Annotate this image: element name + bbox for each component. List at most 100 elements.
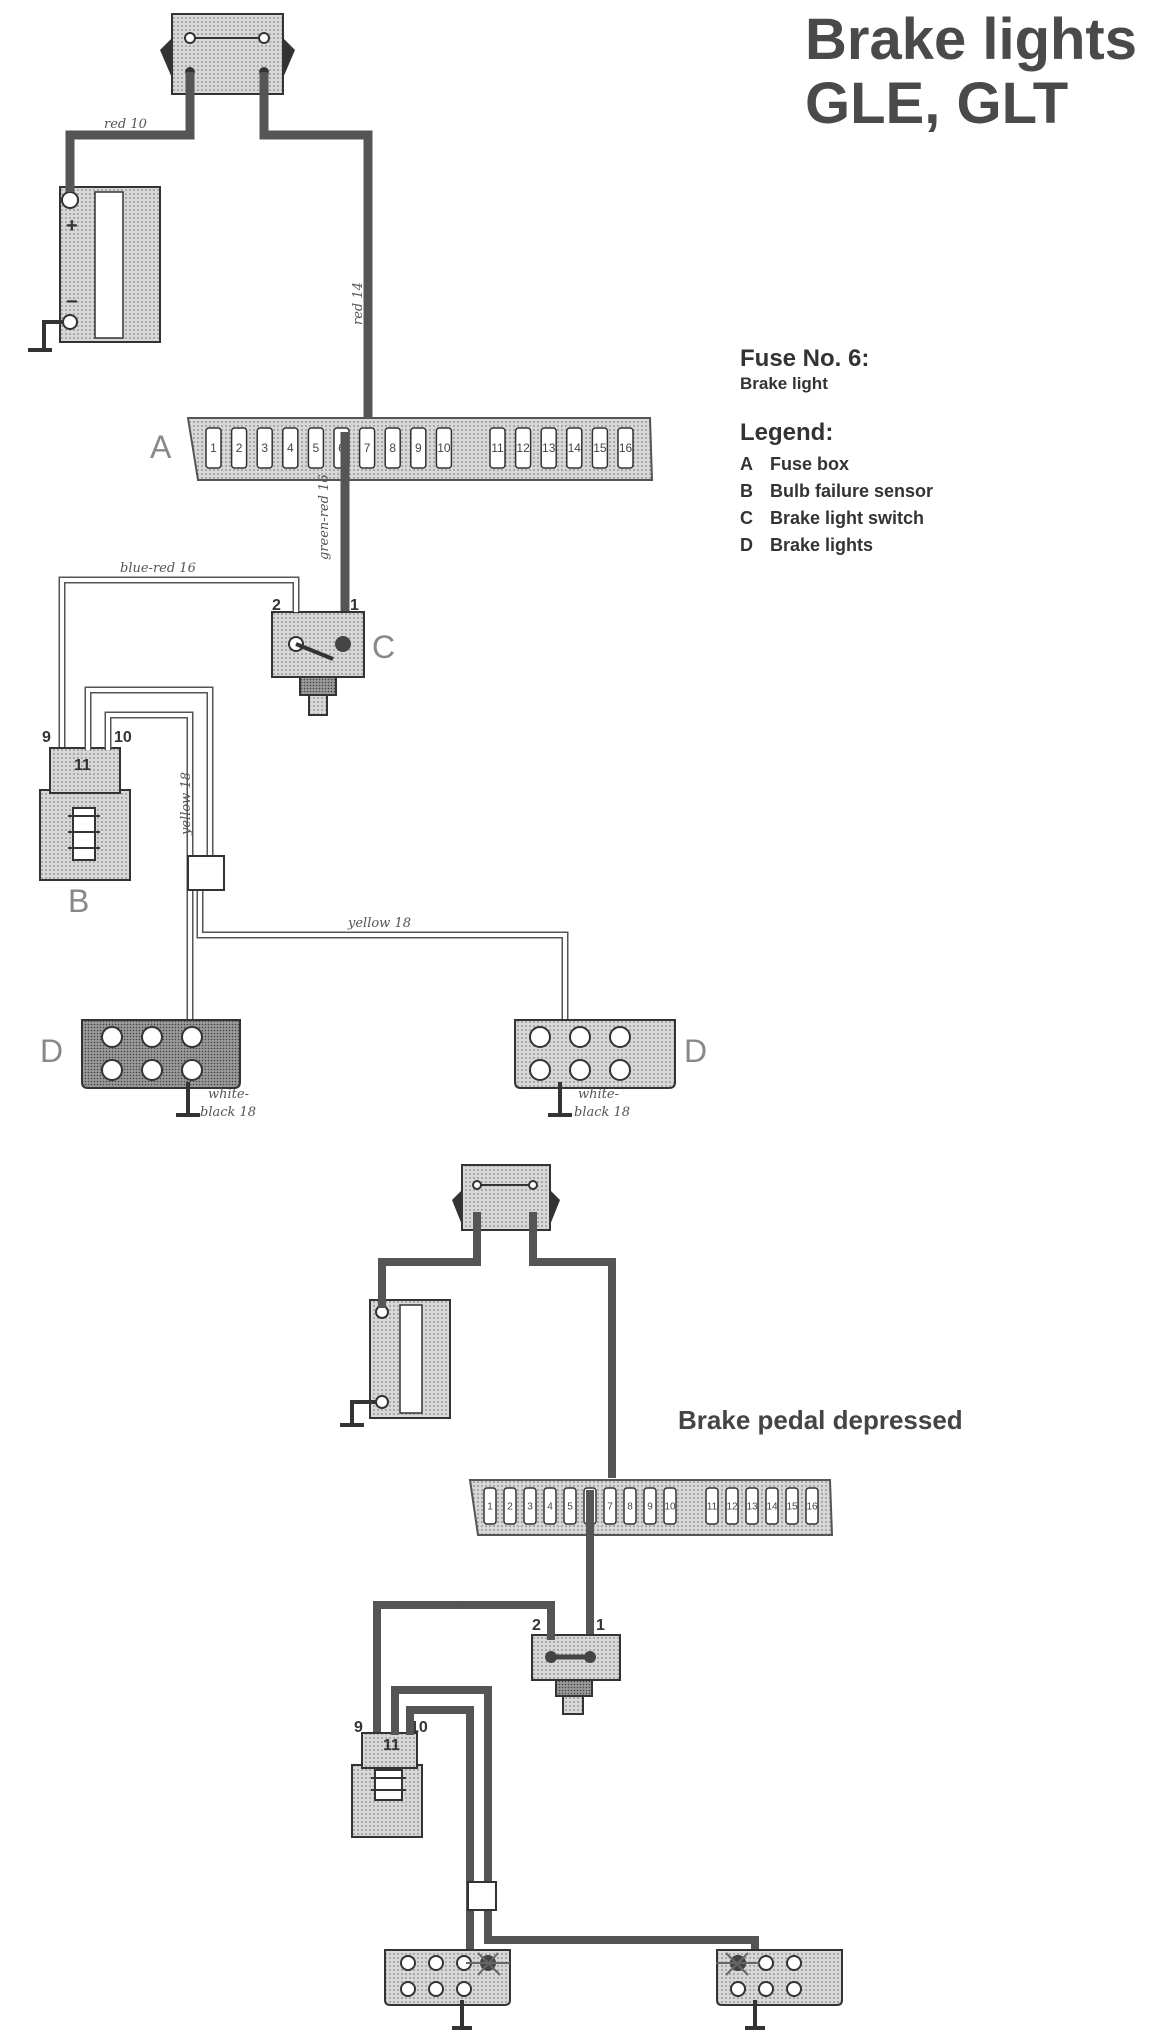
lower-brake-light-right [716,1949,843,2030]
lower-fuse-7: 7 [603,1487,617,1525]
lower-fuse-label-11: 11 [707,1501,718,1512]
lower-ignition-connector [452,1164,560,1231]
lower-fuse-label-14: 14 [766,1501,778,1512]
upper-fuse-14: 14 [566,427,583,469]
lower-fuse-label-16: 16 [806,1501,818,1512]
lower-sensor-pin-10: 10 [410,1719,428,1736]
lamp-bulb [786,1955,802,1971]
legend-heading: Legend: [740,419,834,446]
upper-fuse-8: 8 [384,427,401,469]
letter-a: A [150,429,172,465]
lower-fuse-label-5: 5 [567,1501,573,1512]
upper-fuse-10: 10 [435,427,453,469]
wire-red14 [259,72,373,425]
lower-fuse-11: 11 [705,1487,719,1525]
battery-plus-label: + [66,215,78,237]
lamp-bulb [428,1955,444,1971]
lower-battery [340,1299,451,1427]
upper-fuse-4: 4 [282,427,299,469]
upper-fuse-label-15: 15 [593,441,607,455]
label-red14: red 14 [351,282,366,325]
wire-yellow18 [86,688,567,1020]
upper-fuse-label-5: 5 [313,441,320,455]
label-yellow18-v: yellow 18 [179,772,194,836]
title-line-1: Brake lights [805,7,1137,72]
lamp-bulb [141,1059,163,1081]
label-white-black-b2: black 18 [574,1105,630,1120]
lower-fuse-9: 9 [643,1487,657,1525]
upper-brake-light-left [81,1019,241,1117]
lower-wire-junction [467,1881,497,1911]
lower-fuse-label-4: 4 [547,1501,553,1512]
lamp-bulb [101,1026,123,1048]
letter-b: B [68,883,89,919]
lamp-bulb [758,1955,774,1971]
wire-blue-red16 [60,578,298,750]
lower-fuse-label-2: 2 [507,1501,513,1512]
lamp-bulb [569,1059,591,1081]
label-blue-red16: blue-red 16 [120,561,196,576]
lower-fuse-label-7: 7 [607,1501,613,1512]
upper-fuse-label-12: 12 [516,441,530,455]
lamp-bulb [609,1059,631,1081]
lower-fuse-13: 13 [745,1487,759,1525]
lamp-bulb [569,1026,591,1048]
upper-fuse-label-2: 2 [236,441,243,455]
upper-fuse-label-1: 1 [210,441,217,455]
battery-minus-label: − [66,291,78,313]
lamp-bulb [529,1026,551,1048]
letter-d-left: D [40,1033,63,1069]
upper-wire-junction [187,855,225,891]
lower-fuse-label-12: 12 [726,1501,738,1512]
upper-fuse-1: 1 [205,427,222,469]
upper-fuse-label-10: 10 [437,441,451,455]
lower-fuse-label-9: 9 [647,1501,653,1512]
upper-fuse-label-3: 3 [261,441,268,455]
lower-brake-light-left [384,1949,511,2030]
upper-ignition-connector [160,13,295,95]
lower-sensor-pin-9: 9 [354,1719,363,1736]
lamp-bulb [181,1026,203,1048]
upper-bulb-failure-sensor: 9 11 10 [39,729,132,881]
label-white-black-b1: white- [578,1087,619,1102]
fuse-heading: Fuse No. 6: [740,345,870,372]
upper-fuse-label-8: 8 [389,441,396,455]
upper-fuse-label-9: 9 [415,441,422,455]
label-red10: red 10 [104,117,147,132]
upper-fuse-3: 3 [256,427,273,469]
lower-wire-battery [378,1212,481,1308]
label-green-red16: green-red 16 [317,474,332,560]
upper-fuse-7: 7 [358,427,376,469]
upper-battery: + − [28,186,161,352]
lower-bulb-failure-sensor: 9 11 10 [351,1719,428,1838]
lamp-bulb [456,1981,472,1997]
wire-red10 [65,72,195,192]
lower-fuse-16: 16 [805,1487,819,1525]
upper-fuse-5: 5 [307,427,325,469]
lower-fuse-label-10: 10 [664,1501,676,1512]
switch-pin-2: 2 [272,597,281,614]
lamp-bulb [181,1059,203,1081]
lamp-bulb [529,1059,551,1081]
upper-fuse-2: 2 [230,427,248,469]
sensor-pin-10: 10 [114,729,132,746]
lower-fuse-label-1: 1 [487,1501,493,1512]
upper-fuse-9: 9 [410,427,427,469]
pedal-caption: Brake pedal depressed [678,1405,963,1435]
lower-fuse-14: 14 [765,1487,779,1525]
lower-fuse-12: 12 [725,1487,739,1525]
lamp-bulb [400,1955,416,1971]
lamp-bulb [400,1981,416,1997]
label-white-black-a1: white- [208,1087,249,1102]
upper-fuse-label-14: 14 [568,441,582,455]
sensor-pin-9: 9 [42,729,51,746]
lamp-bulb [101,1059,123,1081]
